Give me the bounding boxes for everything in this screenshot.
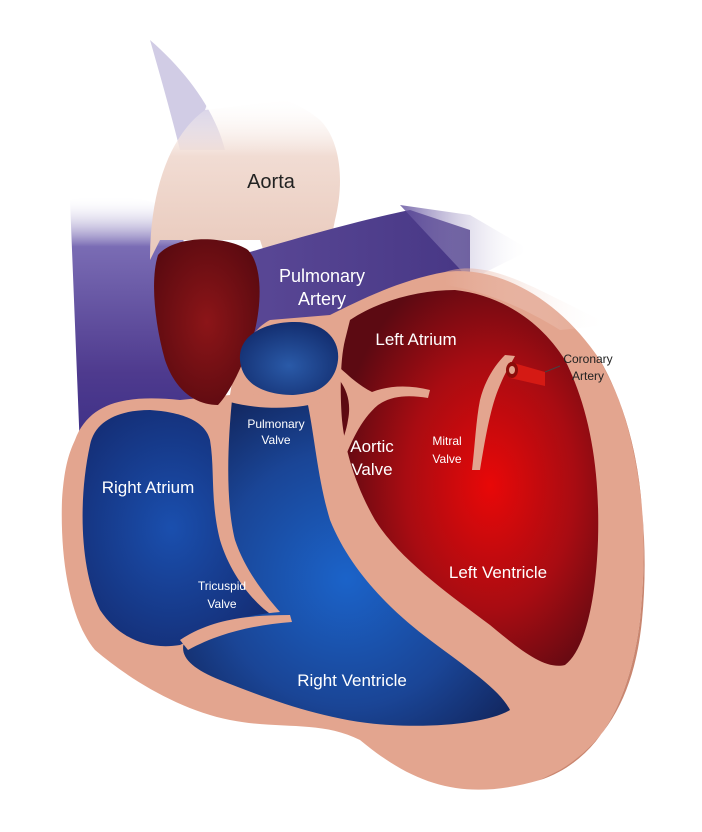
label-pulmonary-artery-1: Pulmonary	[279, 266, 365, 286]
label-mitral-valve-2: Valve	[432, 452, 461, 466]
label-aorta: Aorta	[247, 171, 296, 193]
mitral-valve-leaflet	[472, 355, 515, 470]
left-heart-chamber	[340, 290, 599, 666]
aortic-valve-leaflets	[332, 368, 430, 465]
pulmonary-artery-lumen	[239, 322, 339, 395]
right-atrium-chamber	[82, 410, 280, 647]
label-pulmonary-valve-2: Valve	[261, 433, 290, 447]
aorta-vessel	[150, 95, 340, 270]
label-pulmonary-valve-1: Pulmonary	[247, 417, 304, 431]
label-tricuspid-valve-2: Valve	[207, 597, 236, 611]
pulmonary-artery-fade	[400, 205, 530, 280]
aorta-lumen	[154, 239, 260, 405]
label-aortic-valve-2: Valve	[351, 460, 392, 479]
label-coronary-artery-2: Artery	[572, 369, 604, 383]
label-left-atrium: Left Atrium	[375, 330, 456, 349]
coronary-artery-marker	[506, 362, 561, 386]
right-ventricle-chamber	[183, 399, 510, 726]
heart-wall-top-fade	[445, 268, 610, 330]
label-mitral-valve-1: Mitral	[432, 434, 461, 448]
label-right-atrium: Right Atrium	[102, 478, 195, 497]
label-aortic-valve-1: Aortic	[350, 437, 394, 456]
aorta-top-fade	[205, 25, 300, 110]
pulmonary-valve-wall	[230, 388, 328, 408]
label-left-ventricle: Left Ventricle	[449, 563, 547, 582]
label-coronary-artery-1: Coronary	[563, 352, 612, 366]
label-pulmonary-artery-2: Artery	[298, 289, 346, 309]
label-right-ventricle: Right Ventricle	[297, 671, 407, 690]
label-tricuspid-valve-1: Tricuspid	[198, 579, 246, 593]
tricuspid-valve-flap	[180, 615, 292, 650]
